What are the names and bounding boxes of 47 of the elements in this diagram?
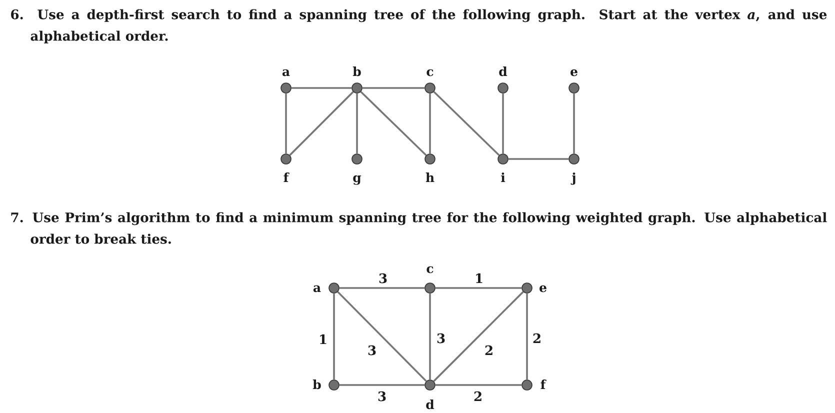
edge-label: 3 [377, 272, 389, 284]
edge-label: 2 [472, 390, 484, 402]
vertex-label: e [540, 285, 546, 292]
edge-label: 3 [366, 344, 378, 356]
vertex-label: i [501, 172, 506, 182]
edge-line [502, 93, 504, 154]
edge-label: 3 [376, 390, 388, 402]
vertex-label: f [284, 172, 290, 182]
problem-text: 7. Use Prim’s algorithm to find a minimum spanning tree for the following weighted graph. Use alphabetical order to break ties. [11, 212, 827, 244]
edge-line [291, 87, 352, 89]
vertex-label: h [426, 172, 434, 182]
edge-label: 3 [435, 332, 447, 344]
edge-line [429, 293, 431, 380]
edge-line [285, 93, 287, 154]
edge-line [339, 384, 425, 386]
edge-line [429, 93, 431, 154]
vertex-label: j [570, 172, 576, 185]
vertex-label: d [426, 400, 434, 410]
vertex-label: d [499, 66, 508, 76]
edge-line [360, 91, 427, 156]
problem-text: 6. Use a depth-first search to find a spanning tree of the following graph. Start at the vertex a, and use alphabetical order. [11, 9, 827, 44]
edge-label: 2 [531, 332, 543, 344]
edge-line [356, 93, 358, 154]
edge-line [435, 287, 522, 289]
vertex-label: a [282, 69, 290, 76]
vertex-label: b [312, 380, 321, 390]
vertex-label: f [540, 380, 546, 389]
edge-line [508, 158, 569, 160]
edge-label: 1 [317, 333, 329, 345]
vertex-label: g [353, 175, 362, 185]
edge-line [333, 293, 335, 380]
edge-line [526, 293, 528, 380]
vertex-label: b [352, 66, 361, 76]
edge-label: 1 [473, 272, 485, 284]
edge-line [433, 91, 500, 156]
vertex-label: a [313, 285, 321, 292]
edge-line [337, 291, 427, 382]
vertex-label: e [570, 69, 578, 76]
edge-line [433, 291, 524, 382]
edge-line [339, 287, 425, 289]
edge-label: 2 [483, 344, 495, 356]
vertex-label: c [426, 266, 434, 274]
edge-line [573, 93, 575, 154]
edge-line [362, 87, 425, 89]
edge-line [435, 384, 522, 386]
vertex-label: c [426, 69, 434, 76]
edge-line [289, 91, 354, 156]
